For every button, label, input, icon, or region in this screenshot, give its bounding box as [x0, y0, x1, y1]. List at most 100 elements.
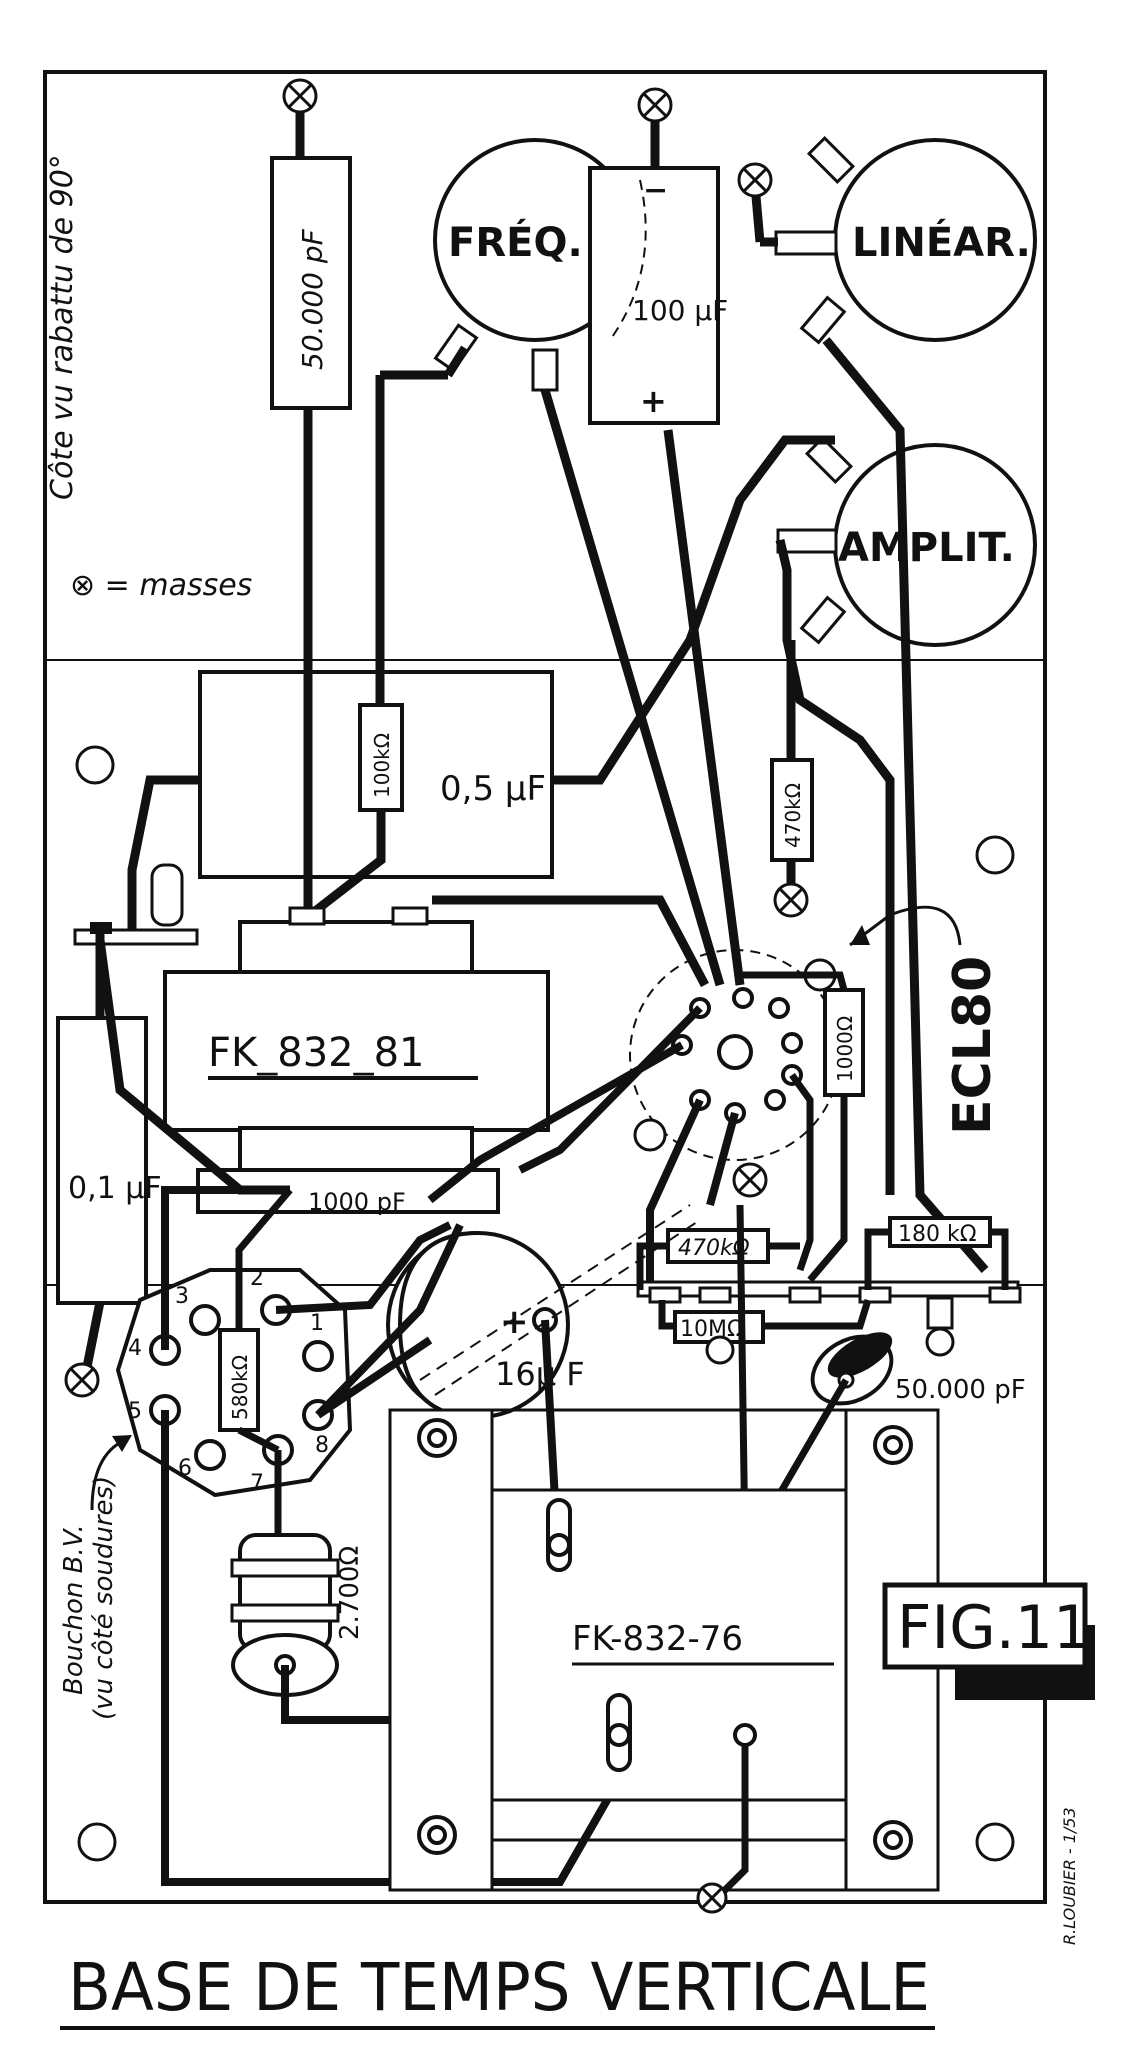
wire: [775, 538, 895, 1195]
ground-symbol-icon: [773, 882, 809, 918]
potentiometer-freq-label: FRÉQ.: [448, 218, 583, 266]
figure-label-box: [882, 1582, 1088, 1670]
mounting-hole: [975, 835, 1015, 875]
strip-eyelet: [925, 1327, 955, 1357]
transformer-mounting-bolts: [417, 1418, 913, 1860]
wire: [315, 1336, 433, 1419]
pot-freq-hidden-edge: [609, 179, 647, 341]
plug-pin-1: 1: [310, 1311, 324, 1336]
hidden-wire: [434, 1219, 701, 1396]
resistor-2700ohm-label: 2.700Ω: [335, 1546, 365, 1640]
ground-symbol-icon: [696, 1882, 728, 1914]
mounting-hole: [975, 1822, 1015, 1862]
wire: [789, 1072, 814, 1272]
wire: [518, 1005, 703, 1174]
legend-masses: ⊗ = masses: [70, 568, 252, 603]
capacitor-50000pF-top: [270, 156, 352, 410]
ground-symbol-icon: [282, 78, 318, 114]
capacitor-100uF: [588, 166, 720, 425]
transformer-fk83281-core-top: [238, 920, 474, 976]
chassis-outline: [43, 70, 1047, 1904]
capacitor-01uF: [56, 1016, 148, 1305]
page-title: BASE DE TEMPS VERTICALE: [68, 1949, 930, 2026]
terminal-strip: [636, 1280, 1020, 1298]
wire: [161, 1186, 240, 1350]
wire: [763, 1298, 872, 1330]
capacitor-1000pF-label: 1000 pF: [308, 1188, 406, 1216]
wire: [432, 895, 709, 988]
capacitor-100uF-plus: +: [640, 382, 667, 420]
plug-pin-2: 2: [250, 1266, 264, 1291]
pot-lug: [799, 595, 847, 645]
pot-lug: [776, 528, 838, 554]
wire: [315, 1223, 464, 1418]
wire: [736, 1204, 749, 1546]
resistor-1000ohm-label: 1000Ω: [833, 1016, 857, 1082]
plug-pin-7: 7: [250, 1471, 264, 1496]
capacitor-50000pF-top-label: 50.000 pF: [296, 228, 329, 370]
mounting-holes: [75, 745, 1015, 1862]
transformer-lug: [546, 1498, 632, 1772]
plug-pin-5: 5: [128, 1399, 142, 1424]
transformer-fk83281-label: FK_832_81: [208, 1030, 424, 1076]
tube-socket-center: [717, 1034, 753, 1070]
resistor-10M-label: 10MΩ: [680, 1317, 744, 1342]
plug-caption-line1: Bouchon B.V.: [59, 1524, 89, 1695]
wire: [307, 810, 386, 919]
wire: [275, 1221, 452, 1314]
wire: [552, 435, 835, 785]
capacitor-01uF-label: 0,1 μF: [68, 1171, 162, 1206]
resistor-2700ohm: [230, 1533, 340, 1697]
wire: [427, 1041, 684, 1204]
transformer-fk83276-side-left: [388, 1408, 494, 1892]
capacitor-100uF-minus: −: [643, 173, 668, 208]
wire: [807, 1095, 848, 1283]
plug-caption-line2: (vu côté soudures): [89, 1476, 119, 1720]
mounting-hole: [75, 745, 115, 785]
wire: [81, 1301, 105, 1373]
wire: [743, 971, 848, 991]
pot-lug: [804, 435, 854, 485]
wire: [717, 1735, 749, 1898]
author-credit: R.LOUBIER - 1/53: [1060, 1807, 1079, 1945]
wire: [235, 1187, 293, 1330]
tube-socket-lug: [633, 1118, 667, 1152]
strip-mount: [926, 1296, 954, 1330]
tube-pointer-arrow: [849, 905, 962, 947]
side-note: Côte vu rabattu de 90°: [45, 154, 80, 500]
wire: [706, 1111, 739, 1207]
resistor-470k-vertical: [770, 758, 814, 862]
plug-pin-3: 3: [175, 1284, 189, 1309]
wire: [237, 1426, 280, 1454]
wire: [540, 388, 725, 987]
resistor-580k-label: 580kΩ: [228, 1355, 252, 1420]
wire: [127, 775, 200, 930]
ground-symbol-icon: [637, 87, 673, 123]
resistor-100k-label: 100kΩ: [370, 733, 394, 798]
resistor-470k-vertical-label: 470kΩ: [781, 783, 805, 848]
wire: [658, 1300, 675, 1330]
tube-label-ecl80: ECL80: [943, 956, 1003, 1135]
capacitor-100uF-label: 100 μF: [632, 294, 728, 327]
capacitor-50000pF-bottom-label: 50.000 pF: [895, 1375, 1026, 1405]
ground-symbol-icon: [732, 1162, 768, 1198]
resistor-180k-label: 180 kΩ: [898, 1222, 977, 1247]
ground-symbol-icon: [737, 162, 773, 198]
pot-lug: [806, 135, 856, 185]
wire: [663, 429, 745, 986]
wire: [636, 1242, 668, 1290]
capacitor-50000pF-bottom: [810, 1332, 894, 1406]
arrow-head-icon: [850, 925, 870, 945]
transformer-fk83281-core-bottom: [238, 1126, 474, 1172]
strip-eyelet: [705, 1335, 735, 1365]
potentiometer-linear-label: LINÉAR.: [852, 218, 1031, 266]
transformer-fk83281: [163, 970, 550, 1132]
tag-lug: [150, 863, 184, 927]
plug-pin-4: 4: [128, 1336, 142, 1361]
solder-point: [733, 1723, 757, 1747]
pot-lug: [774, 230, 838, 256]
wire: [990, 1228, 1009, 1290]
capacitor-16uF-label: 16μ F: [495, 1355, 585, 1393]
transformer-lug: [288, 906, 326, 926]
